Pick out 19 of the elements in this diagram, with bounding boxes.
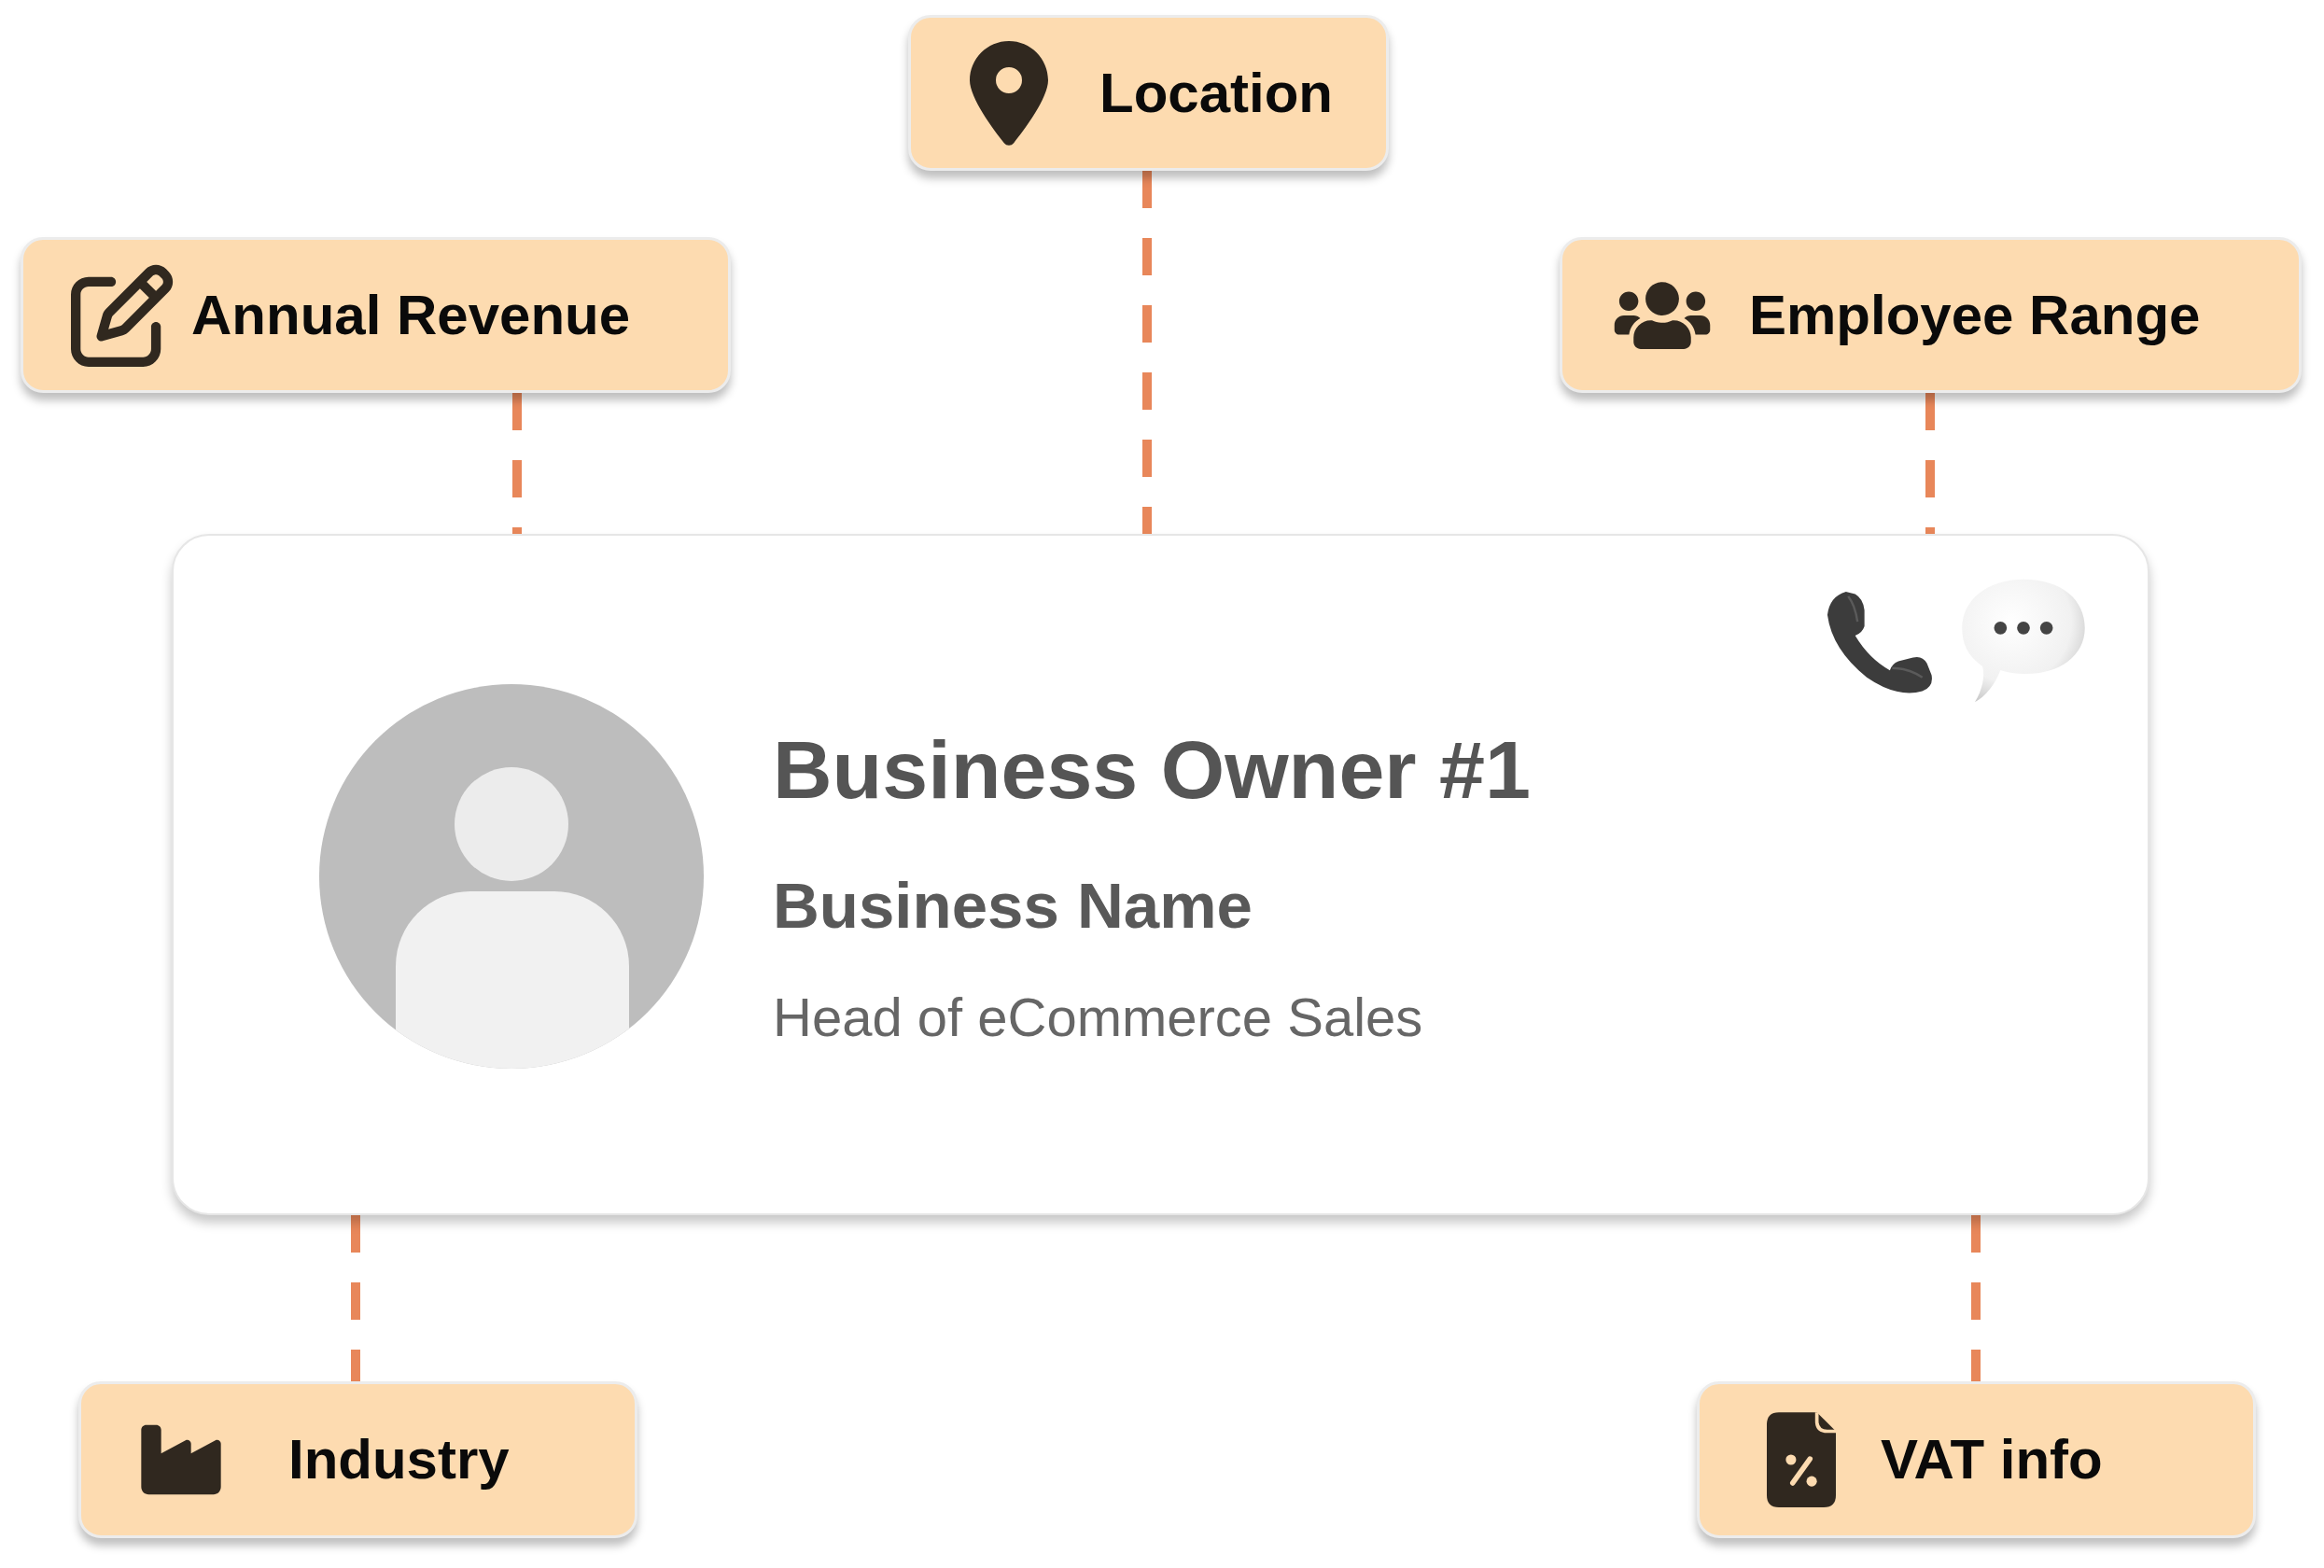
- profile-name: Business Owner #1: [773, 722, 1531, 818]
- label-box: [1697, 1381, 2256, 1538]
- dashed-connector: [1142, 171, 1152, 534]
- label-box: [21, 237, 731, 393]
- box-label: Industry: [288, 1427, 510, 1492]
- dashed-connector: [1971, 1215, 1981, 1381]
- box-label: Location: [1099, 60, 1333, 126]
- dashed-connector: [351, 1215, 360, 1381]
- profile-card: [172, 534, 2149, 1215]
- dashed-connector: [1925, 393, 1935, 534]
- dashed-connector: [512, 393, 522, 534]
- box-label: Employee Range: [1749, 282, 2201, 348]
- label-box: [78, 1381, 637, 1538]
- box-label: Annual Revenue: [191, 282, 631, 348]
- job-title: Head of eCommerce Sales: [773, 986, 1423, 1049]
- business-name: Business Name: [773, 869, 1253, 944]
- label-box: [908, 15, 1389, 171]
- box-label: VAT info: [1881, 1427, 2103, 1492]
- label-box: [1560, 237, 2302, 393]
